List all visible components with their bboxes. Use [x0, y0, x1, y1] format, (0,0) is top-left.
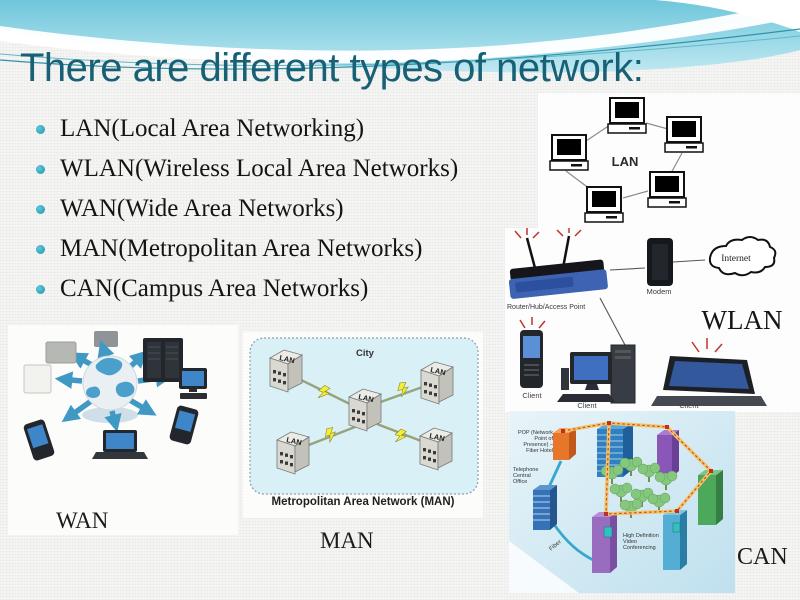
- bullet-icon: [36, 244, 45, 254]
- office-building-icon: [698, 470, 723, 525]
- telephone-office-icon: [533, 485, 557, 530]
- tree-icon: [600, 456, 678, 518]
- bullet-icon: [36, 124, 45, 134]
- hd-video-label: High Definition Video Conferencing: [623, 533, 659, 552]
- pop-building-icon: [553, 428, 576, 460]
- lan-building-label: LAN: [279, 353, 296, 365]
- man-diagram-graphic: City LAN LAN LAN LAN LAN: [249, 337, 479, 495]
- client-label-desktop: Client: [577, 401, 597, 410]
- lan-building-label: LAN: [429, 431, 446, 443]
- wan-image: WAN: [8, 325, 238, 535]
- internet-cloud-icon: Internet: [708, 236, 777, 277]
- lan-diagram: LAN: [538, 93, 800, 238]
- lightning-bolt-icon: [317, 382, 409, 443]
- bullet-list: LAN(Local Area Networking) WLAN(Wireless…: [36, 109, 458, 309]
- slide-title: There are different types of network:: [20, 46, 644, 90]
- wireless-signal-icon: [514, 228, 582, 239]
- internet-label: Internet: [721, 254, 751, 264]
- phone-icon: [519, 317, 546, 388]
- network-arrow-icon: [54, 339, 174, 433]
- smartphone-icon: [23, 419, 55, 461]
- modem-label: Modem: [646, 287, 672, 296]
- wan-caption: WAN: [56, 508, 109, 533]
- bullet-item-can: CAN(Campus Area Networks): [36, 269, 458, 309]
- bullet-item-lan: LAN(Local Area Networking): [36, 109, 458, 149]
- can-image-graphic: Fiber: [509, 411, 735, 593]
- bullet-icon: [36, 284, 45, 294]
- wireless-signal-icon: [519, 317, 546, 329]
- device-box-icon: [45, 341, 77, 364]
- office-building-icon: [663, 510, 687, 570]
- fiber-line: [547, 460, 596, 563]
- laptop-icon: [651, 338, 767, 406]
- bullet-text: CAN(Campus Area Networks): [60, 275, 369, 302]
- lan-building-label: LAN: [430, 365, 447, 377]
- storage-box-icon: [23, 364, 52, 394]
- lan-building-icon: LAN LAN LAN LAN LAN: [269, 349, 454, 475]
- can-caption: CAN: [737, 544, 788, 570]
- wlan-title: WLAN: [701, 305, 783, 335]
- lan-diagram-graphic: LAN: [549, 97, 704, 223]
- smartphone-icon: [169, 405, 199, 445]
- bullet-icon: [36, 204, 45, 214]
- desktop-icon: [557, 344, 636, 404]
- wireless-signal-icon: [691, 338, 723, 353]
- bullet-text: MAN(Metropolitan Area Networks): [60, 235, 423, 262]
- telco-label: Telephone Central Office: [513, 467, 539, 486]
- laptop-icon: [92, 430, 148, 459]
- bullet-item-wan: WAN(Wide Area Networks): [36, 189, 458, 229]
- bullet-icon: [36, 164, 45, 174]
- computer-icon: [549, 97, 704, 223]
- lan-building-label: LAN: [358, 392, 375, 404]
- bullet-text: WLAN(Wireless Local Area Networks): [60, 155, 459, 182]
- fiber-link: [561, 421, 714, 516]
- client-label-laptop: Client: [679, 401, 699, 410]
- pop-label: POP (Network Point of Presence) – Fiber …: [517, 430, 553, 455]
- header-wave-graphic: [0, 0, 800, 73]
- lan-building-label: LAN: [286, 435, 303, 447]
- router-label: Router/Hub/Access Point: [507, 304, 586, 311]
- can-image: Fiber POP (Network Point of Presence) – …: [509, 411, 735, 593]
- wlan-diagram: Internet: [505, 228, 800, 412]
- bullet-text: LAN(Local Area Networking): [60, 115, 365, 142]
- globe-icon: [82, 355, 138, 411]
- server-rack-icon: [143, 338, 183, 382]
- wan-image-graphic: [23, 331, 207, 461]
- bullet-item-man: MAN(Metropolitan Area Networks): [36, 229, 458, 269]
- city-label: City: [356, 348, 375, 359]
- man-footer-label: Metropolitan Area Network (MAN): [271, 496, 455, 508]
- client-label-phone: Client: [522, 391, 542, 400]
- man-diagram: City LAN LAN LAN LAN LAN Metropolitan Ar…: [243, 332, 483, 518]
- bullet-text: WAN(Wide Area Networks): [60, 195, 344, 222]
- monitor-icon: [179, 368, 207, 399]
- wlan-diagram-graphic: Internet: [508, 228, 777, 406]
- bullet-item-wlan: WLAN(Wireless Local Area Networks): [36, 149, 458, 189]
- man-caption: MAN: [320, 528, 374, 553]
- printer-icon: [94, 331, 118, 347]
- router-icon: [508, 228, 608, 299]
- office-building-icon: [592, 512, 617, 573]
- office-building-icon: [657, 430, 679, 477]
- lan-label: LAN: [612, 154, 639, 169]
